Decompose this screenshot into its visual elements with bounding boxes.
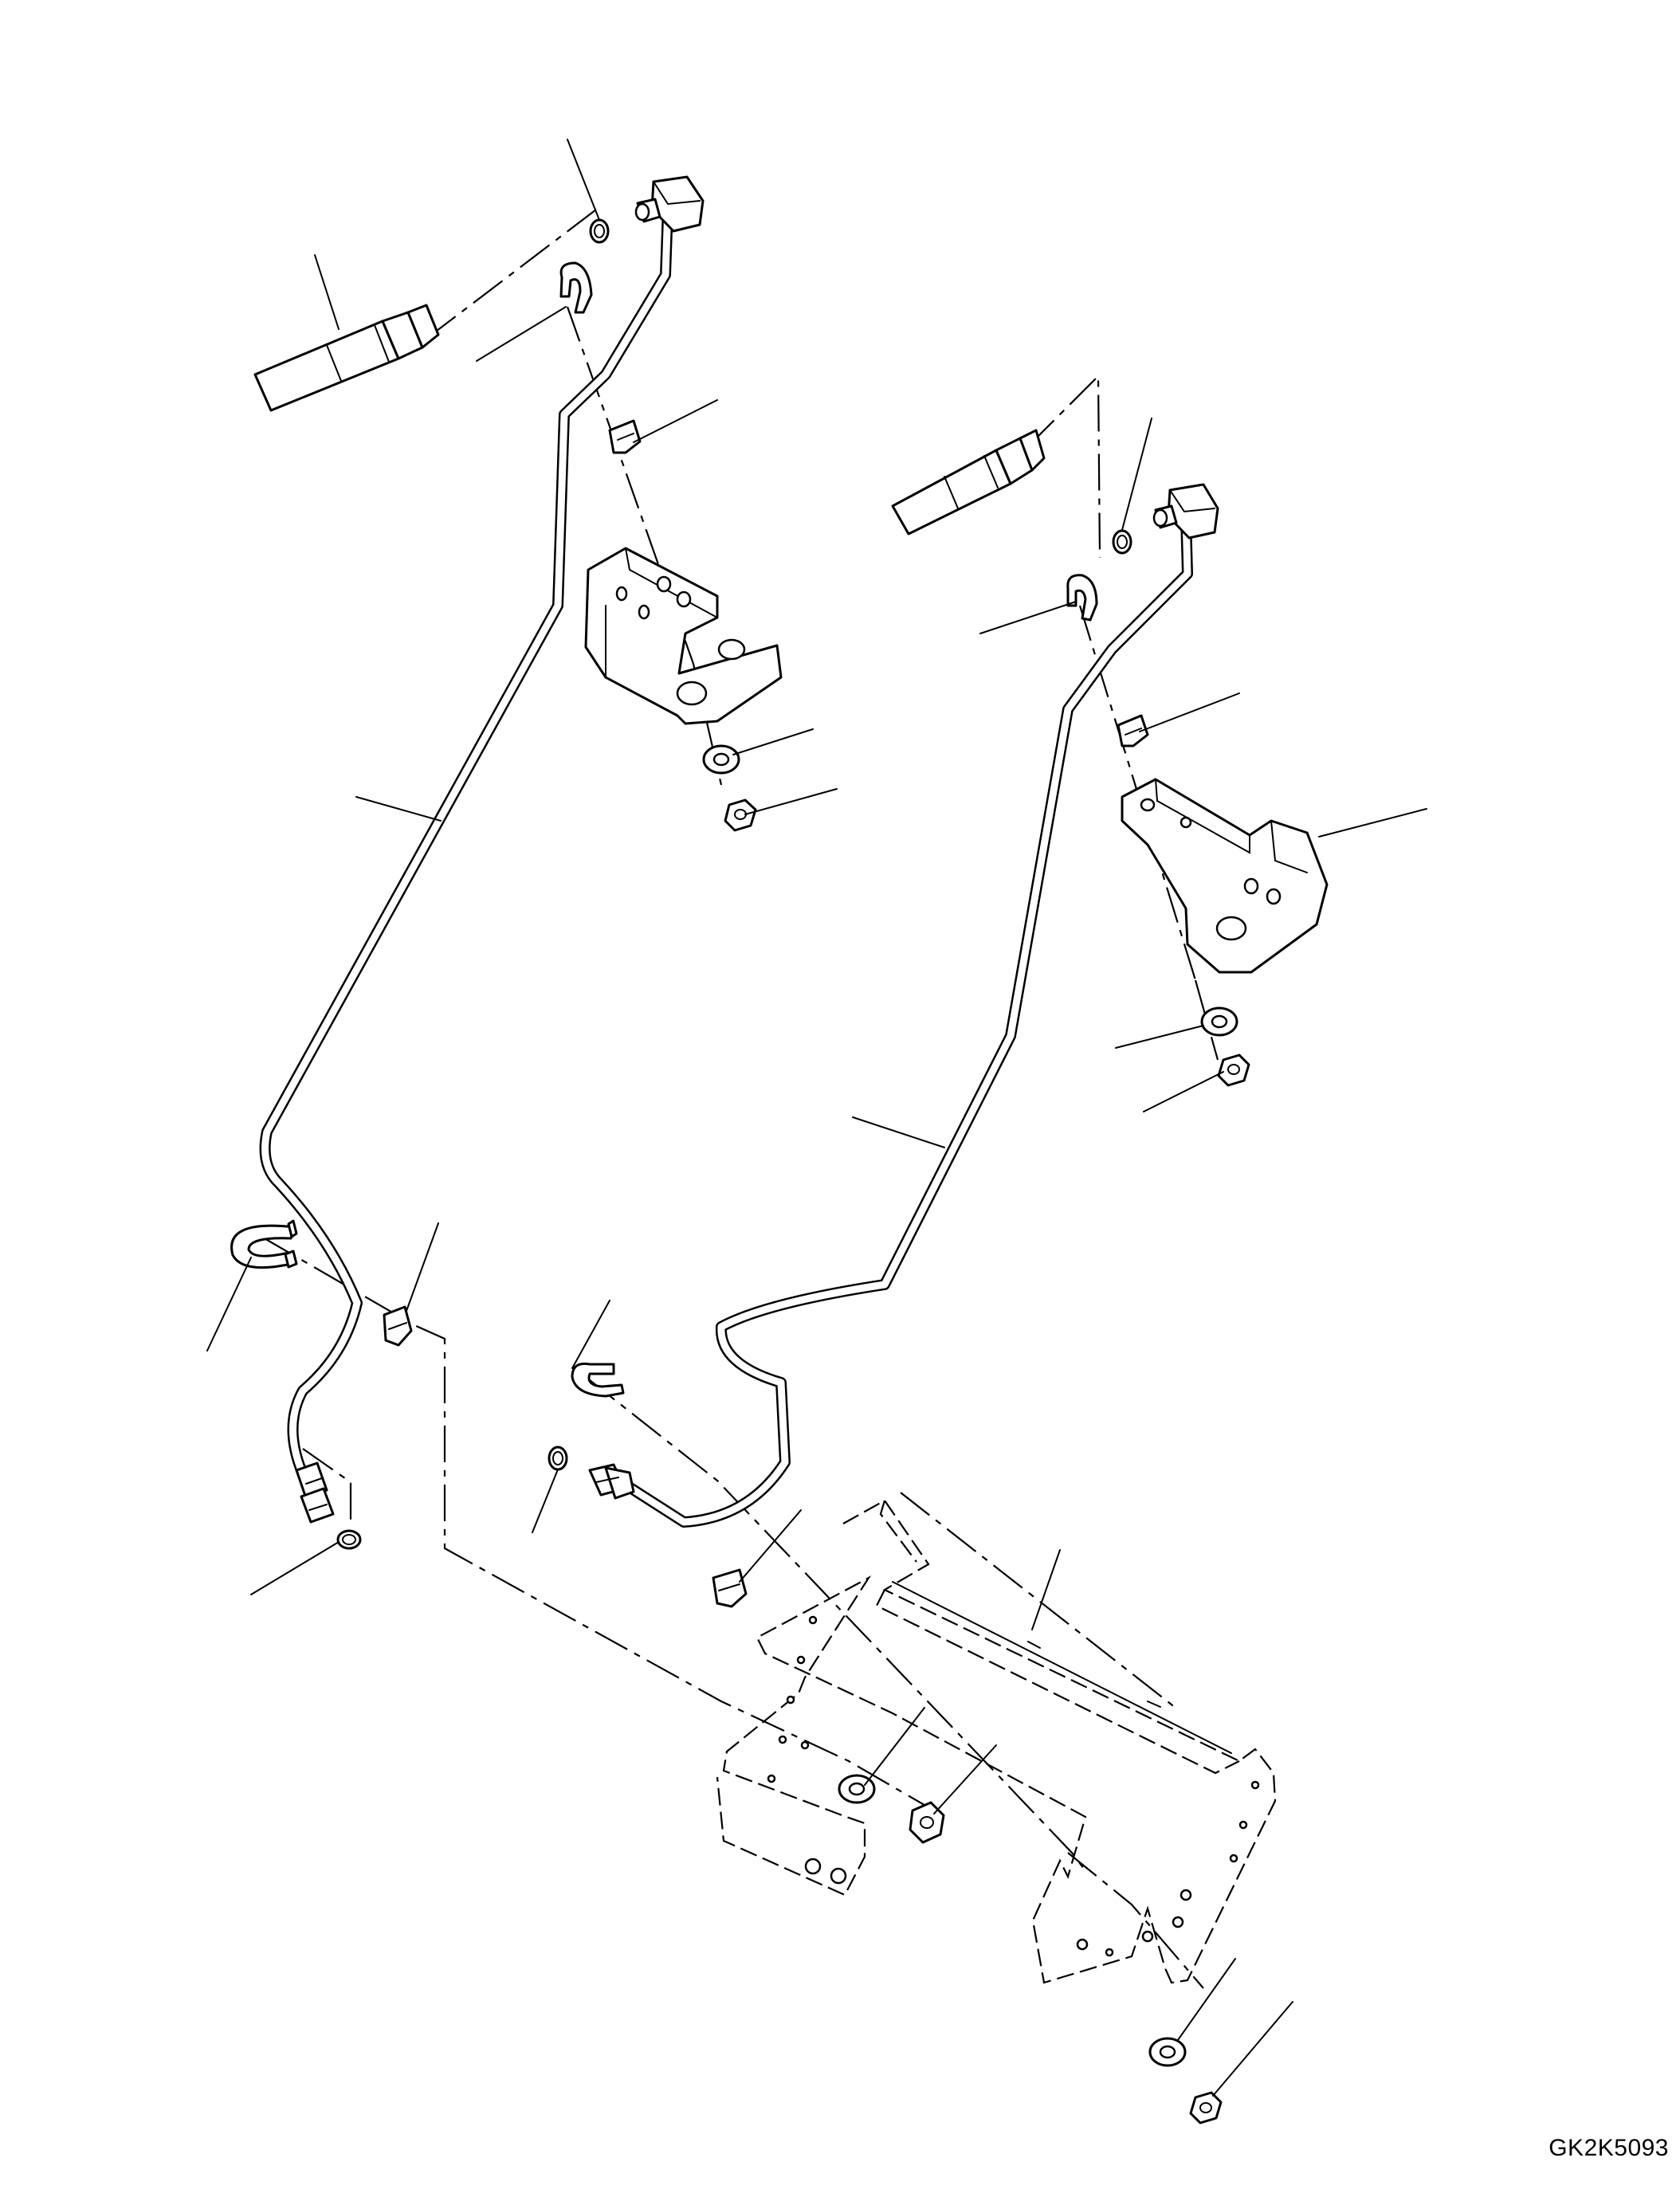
lower-mounting-bracket (716, 1499, 1277, 1984)
left-pipe-lower-fitting (295, 1461, 335, 1524)
o-ring (1112, 529, 1132, 555)
assembly-center-lines (262, 209, 1219, 1989)
nut (1189, 2091, 1223, 2124)
washer (702, 744, 740, 775)
clamp (383, 1305, 413, 1347)
left-pipe-elbow-fitting (634, 175, 705, 233)
clamp (1117, 714, 1149, 747)
u-bolt (230, 1219, 298, 1269)
washer (1200, 1006, 1238, 1037)
nut (724, 798, 757, 832)
o-ring (336, 1529, 362, 1550)
clamp (712, 1568, 748, 1608)
o-ring (548, 1446, 568, 1471)
right-pipe-elbow-fitting (1152, 483, 1219, 539)
o-ring (589, 218, 610, 244)
left-upper-bracket (584, 547, 783, 725)
washer (1148, 2037, 1187, 2067)
clip (571, 1362, 625, 1398)
clip (1066, 574, 1098, 622)
right-hose (891, 429, 1046, 536)
washer (838, 1774, 876, 1804)
left-hose (253, 304, 440, 412)
nut (1217, 1053, 1250, 1087)
clip (559, 261, 593, 314)
left-brake-pipe (259, 202, 673, 1480)
leader-lines (206, 139, 1427, 2097)
right-brake-pipe (616, 511, 1193, 1528)
right-upper-bracket (1121, 778, 1329, 974)
right-pipe-lower-fitting (588, 1463, 635, 1500)
drawing-code: GK2K5093 (1549, 2135, 1669, 2161)
clamp (608, 419, 642, 454)
